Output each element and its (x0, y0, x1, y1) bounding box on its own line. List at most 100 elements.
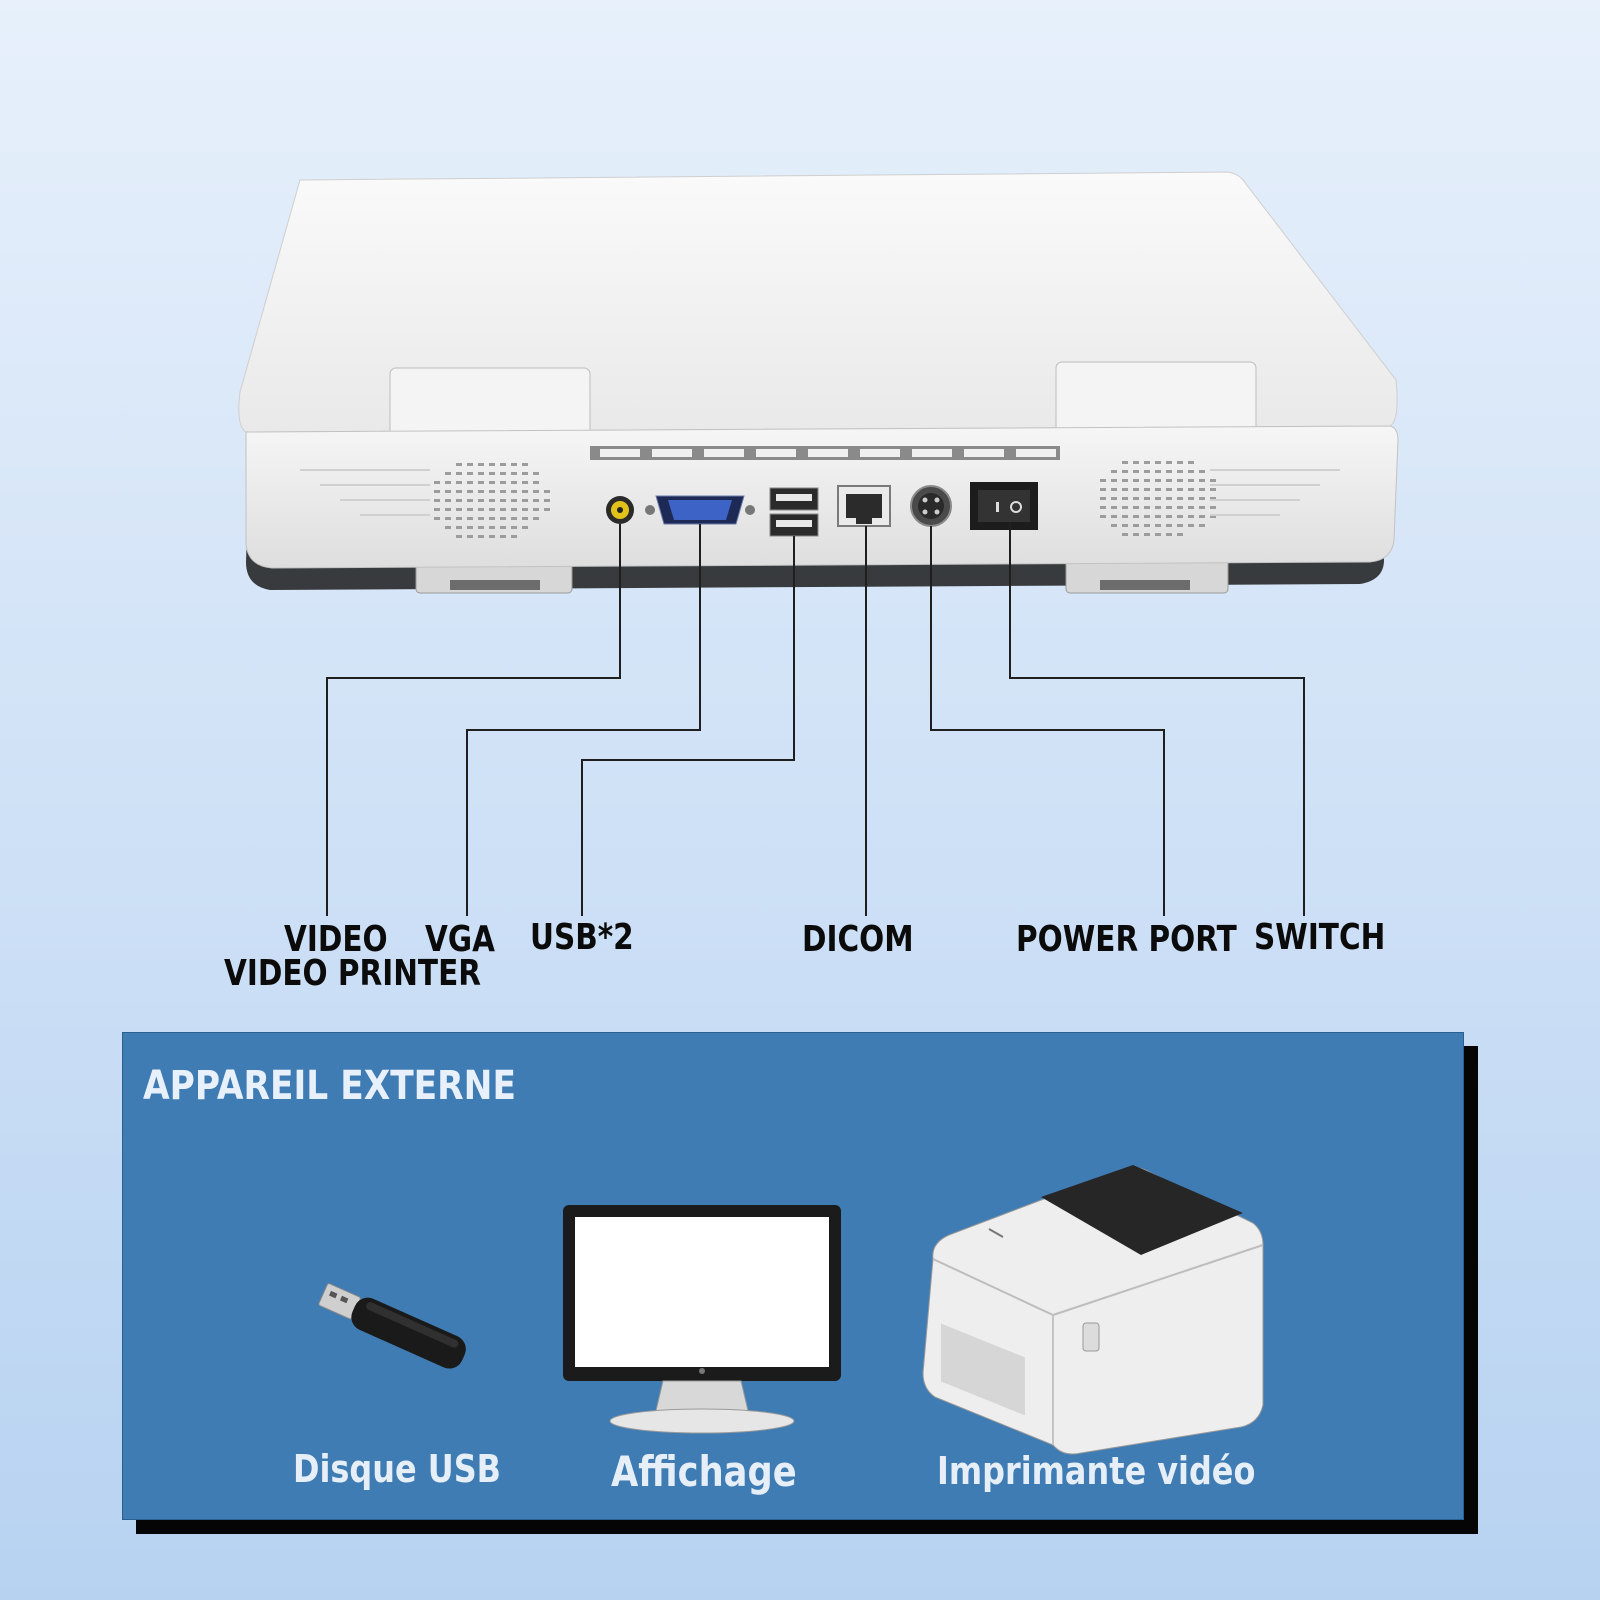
video-label: VIDEO (284, 919, 388, 960)
usb-label: USB*2 (530, 917, 634, 958)
speaker-hole (445, 481, 451, 484)
speaker-hole (467, 499, 473, 502)
power-port-label: POWER PORT (1016, 919, 1237, 960)
speaker-hole (1111, 470, 1117, 473)
video-printer-caption: Imprimante vidéo (937, 1449, 1256, 1493)
speaker-hole (1166, 524, 1172, 527)
speaker-hole (1111, 488, 1117, 491)
vent-slot (704, 449, 744, 457)
display-caption: Affichage (611, 1447, 797, 1496)
vent-slot (860, 449, 900, 457)
speaker-hole (1100, 488, 1106, 491)
speaker-hole (511, 499, 517, 502)
leader-lines (326, 522, 1305, 916)
power-port (910, 485, 952, 527)
speaker-hole (511, 490, 517, 493)
speaker-hole (445, 508, 451, 511)
device-diagram (238, 171, 1399, 916)
speaker-hole (522, 472, 528, 475)
speaker-hole (467, 508, 473, 511)
speaker-hole (1155, 515, 1161, 518)
speaker-hole (1177, 533, 1183, 536)
speaker-hole (1122, 488, 1128, 491)
speaker-hole (1210, 497, 1216, 500)
speaker-hole (1155, 461, 1161, 464)
speaker-hole (467, 472, 473, 475)
speaker-hole (1188, 461, 1194, 464)
speaker-hole (456, 499, 462, 502)
speaker-hole (1144, 515, 1150, 518)
speaker-hole (1133, 524, 1139, 527)
vent-slot (808, 449, 848, 457)
speaker-hole (456, 517, 462, 520)
speaker-hole (456, 481, 462, 484)
speaker-hole (533, 508, 539, 511)
panel-title: APPAREIL EXTERNE (143, 1063, 516, 1109)
speaker-hole (500, 472, 506, 475)
speaker-hole (500, 517, 506, 520)
speaker-hole (511, 472, 517, 475)
vent-slot (1016, 449, 1056, 457)
speaker-hole (489, 517, 495, 520)
speaker-hole (445, 490, 451, 493)
speaker-hole (1122, 533, 1128, 536)
speaker-hole (1122, 461, 1128, 464)
speaker-hole (1144, 533, 1150, 536)
speaker-hole (1133, 515, 1139, 518)
speaker-hole (467, 535, 473, 538)
speaker-hole (1144, 479, 1150, 482)
speaker-hole (1210, 479, 1216, 482)
speaker-hole (467, 517, 473, 520)
speaker-hole (1133, 488, 1139, 491)
speaker-hole (511, 535, 517, 538)
speaker-hole (1111, 497, 1117, 500)
speaker-hole (1188, 470, 1194, 473)
speaker-hole (456, 463, 462, 466)
ultrasound-device (238, 171, 1399, 594)
speaker-hole (522, 517, 528, 520)
speaker-hole (1177, 506, 1183, 509)
speaker-hole (1177, 488, 1183, 491)
speaker-hole (478, 472, 484, 475)
speaker-hole (478, 517, 484, 520)
vent-slot (652, 449, 692, 457)
speaker-hole (1199, 515, 1205, 518)
speaker-hole (478, 499, 484, 502)
speaker-hole (467, 490, 473, 493)
speaker-hole (445, 526, 451, 529)
speaker-hole (1199, 470, 1205, 473)
speaker-hole (1155, 479, 1161, 482)
speaker-hole (1144, 497, 1150, 500)
external-devices-panel: APPAREIL EXTERNE Disque USB Aff (122, 1032, 1464, 1520)
speaker-hole (1177, 497, 1183, 500)
vent-slot (756, 449, 796, 457)
speaker-hole (489, 490, 495, 493)
speaker-hole (533, 481, 539, 484)
speaker-hole (467, 463, 473, 466)
video-leader-line (326, 524, 621, 916)
speaker-hole (489, 535, 495, 538)
vent-slot (912, 449, 952, 457)
speaker-hole (1166, 461, 1172, 464)
speaker-hole (500, 499, 506, 502)
speaker-hole (1177, 524, 1183, 527)
vent-slot (600, 449, 640, 457)
speaker-hole (489, 472, 495, 475)
speaker-hole (1177, 461, 1183, 464)
speaker-hole (489, 499, 495, 502)
speaker-hole (522, 490, 528, 493)
speaker-hole (456, 490, 462, 493)
speaker-hole (1155, 497, 1161, 500)
speaker-hole (467, 481, 473, 484)
speaker-hole (1144, 524, 1150, 527)
switch-label: SWITCH (1254, 917, 1386, 958)
speaker-hole (434, 517, 440, 520)
speaker-hole (511, 481, 517, 484)
speaker-hole (1210, 515, 1216, 518)
vent-slot (964, 449, 1004, 457)
speaker-hole (1111, 524, 1117, 527)
speaker-hole (522, 463, 528, 466)
speaker-hole (456, 508, 462, 511)
speaker-hole (456, 535, 462, 538)
speaker-hole (1199, 488, 1205, 491)
